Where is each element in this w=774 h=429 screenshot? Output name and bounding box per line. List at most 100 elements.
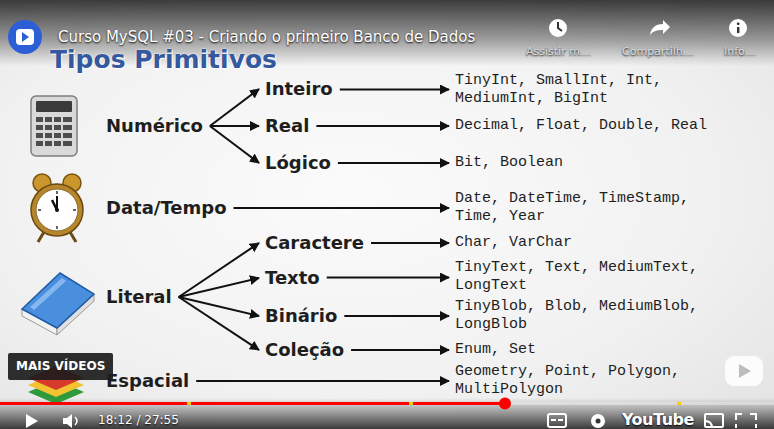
graphic-line [56, 226, 58, 229]
calculator-icon [31, 96, 77, 156]
youtube-logo: YouTube [622, 410, 694, 429]
arrow-connector [344, 315, 449, 317]
graphic-rect [63, 133, 72, 138]
type-group: Lógico [265, 152, 331, 174]
arrow-connector [210, 126, 259, 163]
type-group: Espacial [106, 370, 189, 392]
graphic-rect [54, 125, 61, 130]
type-group: Texto [265, 267, 320, 289]
type-group: Data/Tempo [106, 197, 227, 219]
graphic-rect [737, 27, 739, 33]
graphic-line [73, 209, 76, 211]
category-label: Espacial [106, 370, 189, 392]
graphic-line [56, 191, 58, 194]
subcategory-label: Caractere [265, 232, 364, 254]
arrow-connector [327, 277, 449, 279]
graphic-rect [36, 117, 43, 122]
graphic-rect [54, 117, 61, 122]
graphic-rect [54, 141, 61, 146]
type-names: Geometry, Point, Polygon, MultiPolygon [455, 363, 735, 399]
type-group: Caractere [265, 232, 364, 254]
graphic-path [30, 278, 66, 310]
graphic-path [736, 414, 756, 428]
graphic-rect [0, 402, 774, 405]
graphic-rect [36, 133, 43, 138]
graphic-g [36, 117, 72, 146]
arrow-connector [210, 125, 259, 127]
info-icon [729, 19, 747, 37]
graphic-rect [558, 419, 563, 421]
action-label: Info… [724, 45, 756, 59]
graphic-path [558, 22, 562, 31]
subcategory-label: Inteiro [265, 78, 333, 100]
type-names: Decimal, Float, Double, Real [455, 117, 735, 135]
graphic-circle [8, 20, 42, 54]
graphic-rect [45, 141, 52, 146]
arrow-connector [340, 89, 449, 91]
type-list: Char, VarChar [455, 234, 735, 252]
arrow-connector [234, 207, 450, 209]
type-names: Char, VarChar [455, 234, 735, 252]
graphic-circle [591, 414, 605, 428]
arrow-connector [316, 125, 449, 127]
graphic-g [38, 191, 76, 229]
category-label: Literal [106, 286, 172, 308]
type-list: TinyInt, SmallInt, Int, MediumInt, BigIn… [455, 72, 735, 108]
subcategory-label: Texto [265, 267, 320, 289]
video-title: Curso MySQL #03 - Criando o primeiro Ban… [58, 28, 475, 47]
graphic-rect [63, 117, 72, 122]
type-list: TinyBlob, Blob, MediumBlob, LongBlob [455, 298, 735, 334]
graphic-rect [187, 402, 191, 405]
graphic-circle [737, 22, 740, 25]
graphic-path [63, 414, 72, 428]
time-display: 18:12 / 27:55 [98, 413, 179, 428]
category-label: Data/Tempo [106, 197, 227, 219]
watch-later-icon [549, 19, 567, 37]
type-group: Real [265, 115, 309, 137]
graphic-rect [45, 117, 52, 122]
subcategory-label: Real [265, 115, 309, 137]
progress-bar [0, 398, 774, 410]
type-group: Binário [265, 305, 337, 327]
graphic-circle [31, 184, 83, 236]
type-list: Geometry, Point, Polygon, MultiPolygon [455, 363, 735, 399]
graphic-circle [729, 19, 747, 37]
type-group: Literal [106, 286, 172, 308]
action-label: Assistir m… [526, 45, 591, 59]
graphic-rect [725, 356, 763, 386]
type-names: Enum, Set [455, 341, 735, 359]
type-list: Date, DateTime, TimeStamp, Time, Year [455, 190, 735, 226]
more-videos-button: MAIS VÍDEOS [8, 353, 113, 380]
book-icon [22, 273, 94, 335]
type-names: TinyText, Text, MediumText, LongText [455, 259, 735, 295]
graphic-rect [409, 402, 413, 405]
graphic-rect [45, 125, 52, 130]
graphic-rect [54, 133, 61, 138]
action-label: Compartilh… [622, 45, 694, 59]
graphic-line [70, 232, 76, 242]
alarm-clock-icon [31, 174, 83, 242]
type-names: TinyBlob, Blob, MediumBlob, LongBlob [455, 298, 735, 334]
graphic-rect [31, 96, 77, 156]
graphic-circle [549, 19, 567, 37]
type-list: Enum, Set [455, 341, 735, 359]
arrow-connector [179, 297, 259, 316]
graphic-circle [36, 189, 78, 231]
graphic-rect [16, 29, 34, 45]
arrow-connector [179, 297, 259, 350]
subcategory-label: Lógico [265, 152, 331, 174]
arrow-connector [210, 89, 259, 126]
graphic-rect [705, 414, 723, 427]
graphic-path [705, 421, 712, 428]
graphic-line [38, 209, 41, 211]
bottom-shade [0, 398, 774, 429]
subcategory-label: Coleção [265, 339, 344, 361]
graphic-rect [36, 141, 43, 146]
graphic-line [38, 232, 44, 242]
graphic-rect [548, 414, 566, 427]
graphic-rect [551, 419, 556, 421]
type-names: Date, DateTime, TimeStamp, Time, Year [455, 190, 735, 226]
type-list: TinyText, Text, MediumText, LongText [455, 259, 735, 295]
type-list: Bit, Boolean [455, 154, 735, 172]
